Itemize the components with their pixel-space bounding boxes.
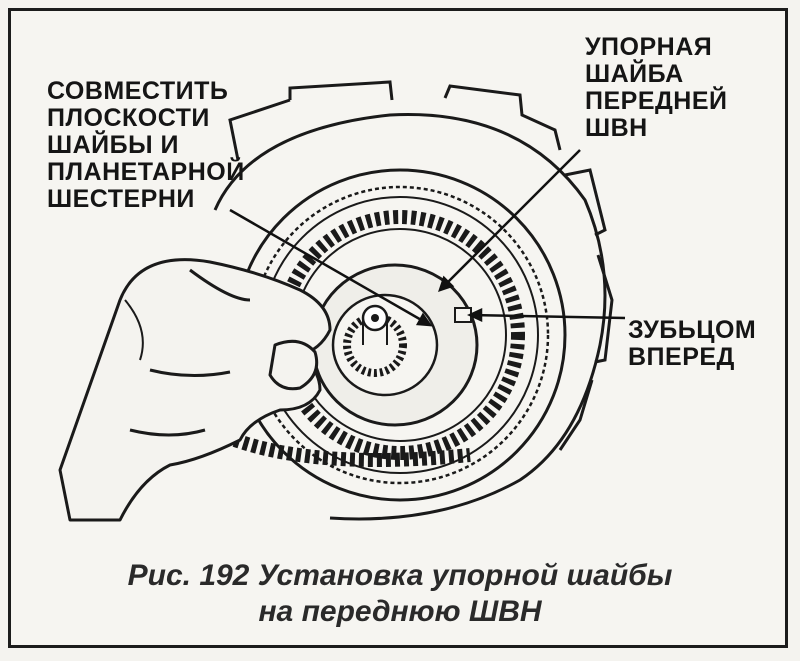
label-align-washer-gear: СОВМЕСТИТЬ ПЛОСКОСТИ ШАЙБЫ И ПЛАНЕТАРНОЙ…	[47, 77, 245, 213]
hand	[58, 258, 332, 522]
label-thrust-washer: УПОРНАЯ ШАЙБА ПЕРЕДНЕЙ ШВН	[585, 33, 728, 142]
leader-align	[229, 208, 431, 327]
thrust-washer	[311, 263, 479, 427]
figure-caption-line1: Рис. 192 Установка упорной шайбы	[127, 559, 673, 592]
figure-caption-line2: на переднюю ШВН	[258, 595, 542, 628]
leader-washer	[439, 149, 581, 291]
label-tooth-forward: ЗУБЬЦОМ ВПЕРЕД	[628, 316, 757, 371]
sun-gear-shaft	[343, 304, 407, 377]
leader-lines	[229, 149, 626, 327]
outer-drum	[213, 80, 614, 521]
leader-tooth	[469, 313, 626, 320]
